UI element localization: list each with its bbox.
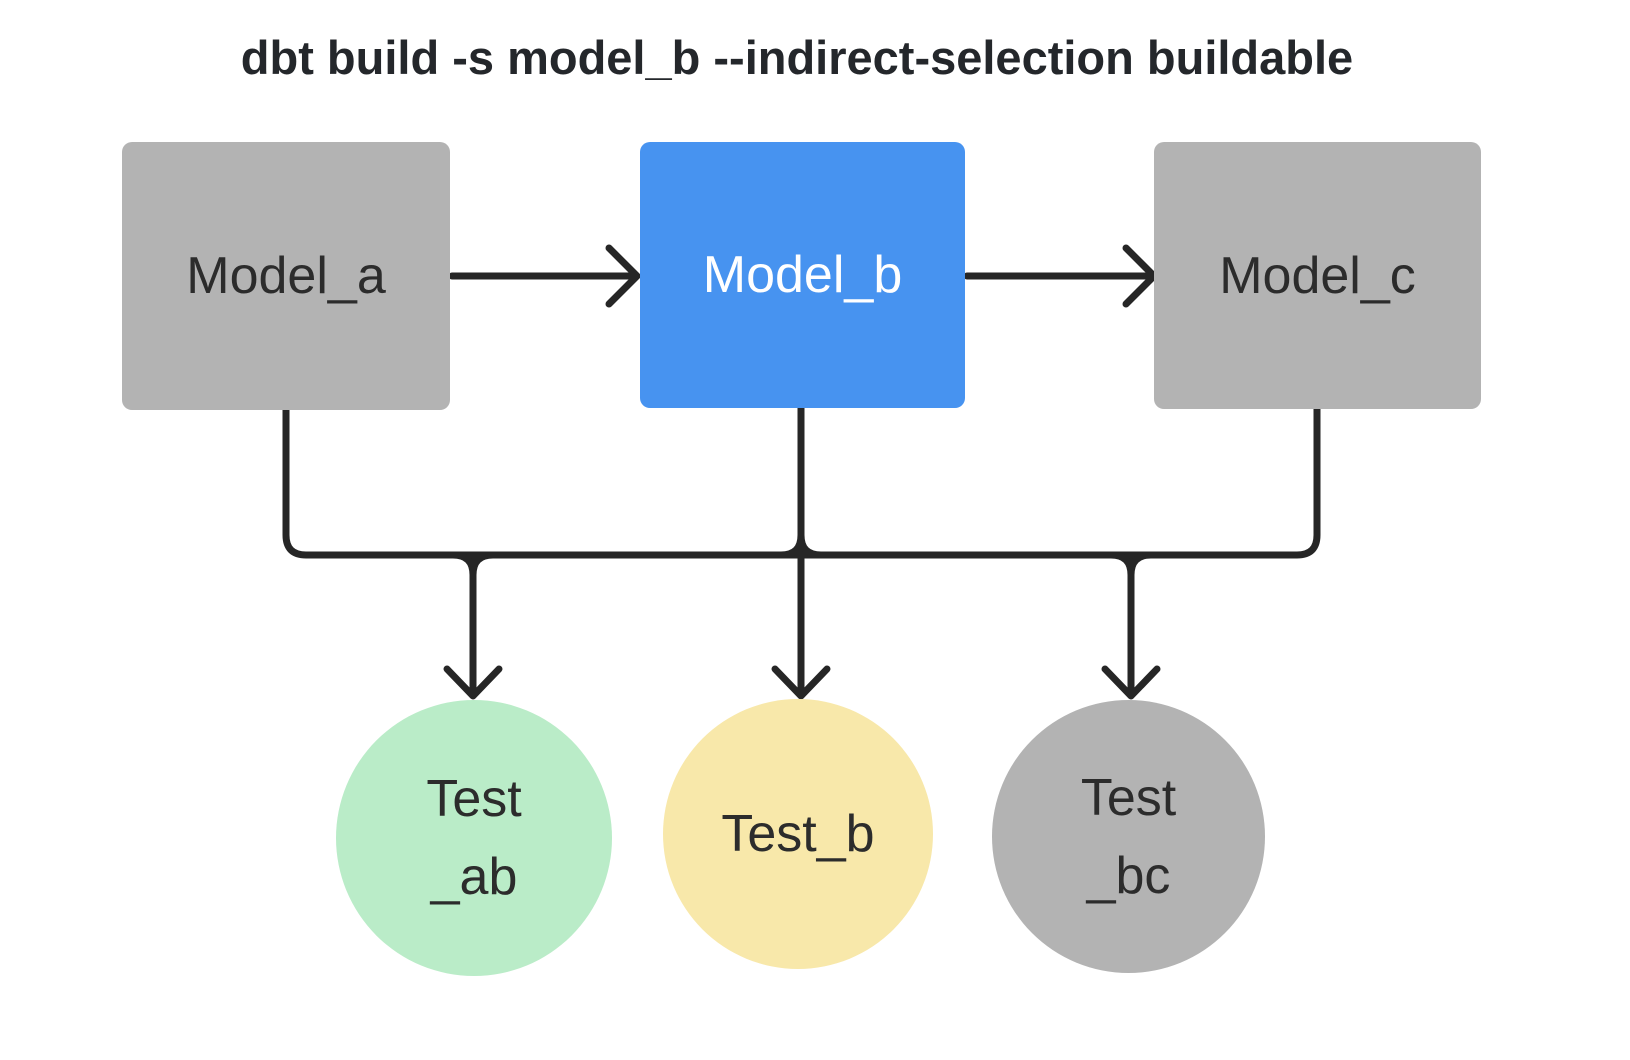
node-model-b: Model_b xyxy=(640,142,965,408)
node-model-a-label: Model_a xyxy=(186,247,386,305)
node-test-ab-label: Test _ab xyxy=(426,760,521,916)
arrowhead-into-test-b-icon xyxy=(771,665,831,700)
node-test-ab-label-line1: Test xyxy=(426,770,522,828)
node-test-b-label: Test_b xyxy=(721,805,875,863)
fillet-test-ab-right xyxy=(469,551,497,579)
node-test-bc: Test _bc xyxy=(992,700,1265,973)
arrowhead-into-test-ab-icon xyxy=(443,665,503,700)
node-test-ab: Test _ab xyxy=(336,700,612,976)
node-test-bc-label: Test _bc xyxy=(1081,759,1176,915)
diagram-title: dbt build -s model_b --indirect-selectio… xyxy=(240,31,1354,84)
node-test-bc-label-line2: _bc xyxy=(1086,846,1171,905)
fillet-model-b-right xyxy=(797,531,825,559)
node-model-b-label: Model_b xyxy=(702,246,903,304)
fillet-test-bc-right xyxy=(1127,551,1155,579)
node-model-a: Model_a xyxy=(122,142,450,410)
node-test-ab-label-line2: _ab xyxy=(430,848,518,906)
node-test-b: Test_b xyxy=(663,699,933,969)
edges-group xyxy=(282,244,1321,700)
node-test-bc-label-line1: Test xyxy=(1080,768,1177,827)
node-model-c-label: Model_c xyxy=(1219,246,1416,305)
node-model-c: Model_c xyxy=(1154,142,1481,409)
arrowhead-into-model-b-icon xyxy=(605,244,641,308)
arrowhead-into-test-bc-icon xyxy=(1101,665,1161,700)
